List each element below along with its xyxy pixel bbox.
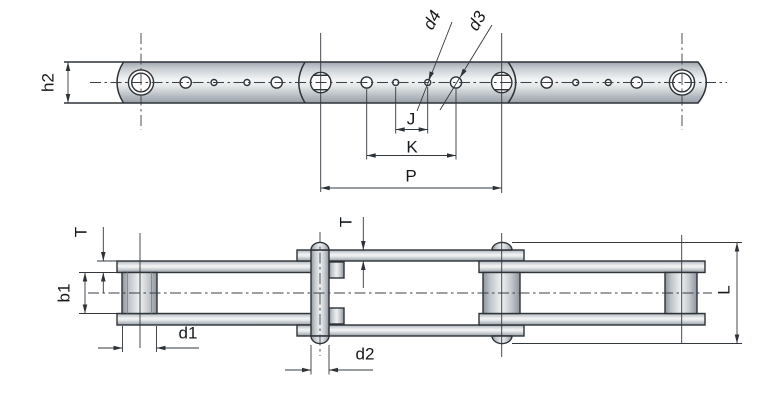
label-t-middle: T [337,217,356,227]
outer-plate-bottom [296,324,525,337]
top-view: h2 d4 d3 J K [39,7,727,193]
label-t-left: T [72,227,91,237]
dimension-t-middle: T [337,217,366,288]
outer-plate-top [296,249,525,262]
dimension-h2: h2 [39,62,71,103]
dimension-d2: d2 [285,345,374,375]
label-d2: d2 [356,345,375,364]
label-b1: b1 [55,284,74,303]
dimension-p: P [320,167,502,191]
side-view-centerlines [88,232,712,357]
small-hole [572,78,580,87]
dimension-j: J [395,87,429,134]
dimension-b1: b1 [55,272,117,314]
inner-plate-top-left [116,260,314,274]
label-d1: d1 [179,324,198,343]
label-l: L [715,285,734,294]
dimension-d1: d1 [98,324,199,352]
inner-plate-bottom-left [116,312,314,326]
side-view: T b1 T d1 d2 [55,217,742,375]
label-h2: h2 [39,73,58,92]
inner-plate-bottom-right [478,312,706,326]
dimension-t-left: T [72,227,117,293]
top-view-centerlines [90,33,727,193]
inner-plate-top-right [478,260,706,274]
label-j: J [407,110,416,129]
dimension-l: L [512,242,742,344]
dimension-k: K [366,89,457,160]
bushing-collar [328,307,345,325]
chain-strip-shaded [117,62,707,103]
pin-dome-top [310,241,330,251]
label-k: K [406,138,418,157]
bushing-collar [328,261,345,279]
label-p: P [405,167,416,186]
